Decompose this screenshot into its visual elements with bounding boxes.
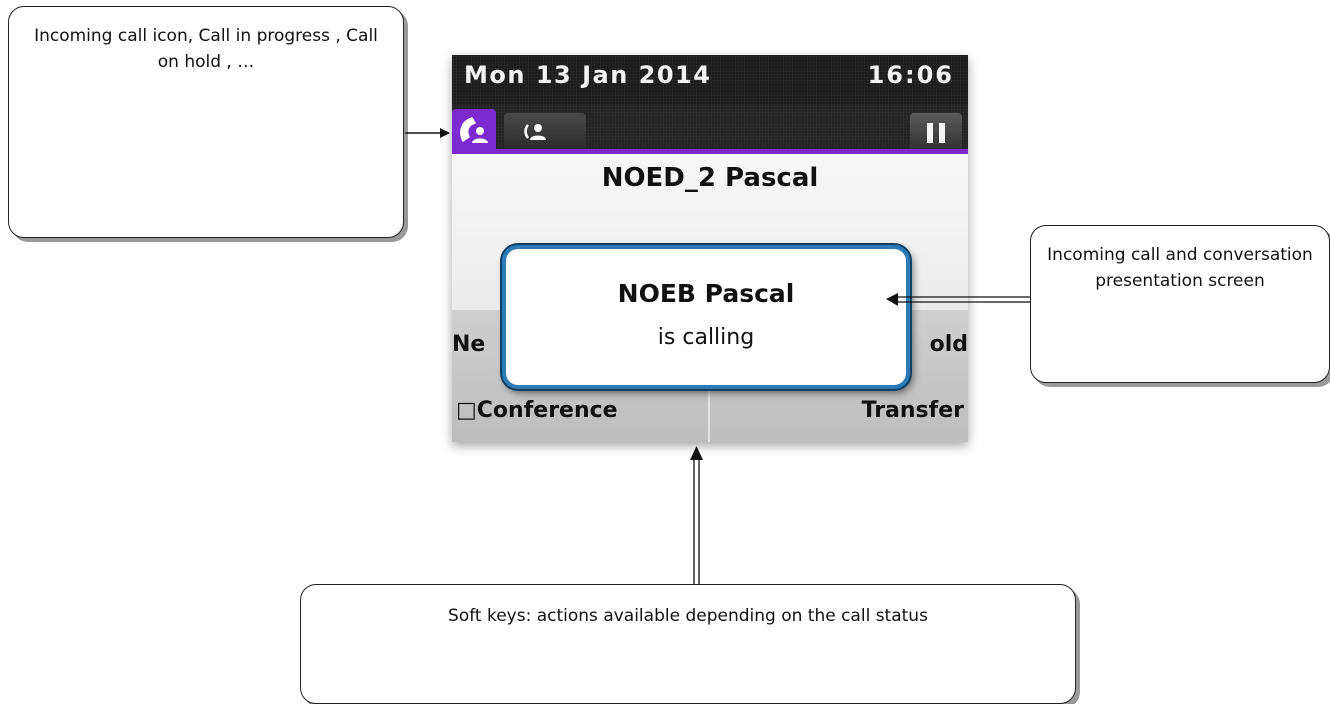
popup-call-status: is calling — [657, 325, 755, 350]
status-time: 16:06 — [867, 61, 954, 89]
callout-presentation-screen: Incoming call and conversation presentat… — [1030, 225, 1330, 383]
callout-softkeys-text: Soft keys: actions available depending o… — [448, 606, 928, 626]
callout-call-icons-text: Incoming call icon, Call in progress , C… — [34, 26, 378, 73]
connector-arrows — [405, 128, 1030, 584]
softkey-hold[interactable]: old — [929, 332, 968, 357]
callout-softkeys: Soft keys: actions available depending o… — [300, 584, 1076, 704]
incoming-call-handset-icon — [460, 117, 488, 143]
arrow-to-softkeys-head — [690, 446, 703, 460]
caller-name: NOED_2 Pascal — [601, 163, 819, 193]
softkey-new[interactable]: Ne — [452, 332, 486, 357]
tab-hold[interactable] — [910, 113, 962, 149]
tab-bar-underline — [452, 149, 968, 154]
status-date: Mon 13 Jan 2014 — [464, 61, 712, 89]
call-user-icon — [524, 124, 546, 140]
status-bar: Mon 13 Jan 2014 16:06 — [452, 55, 968, 105]
arrow-to-popup-head — [886, 293, 898, 306]
tab-call-user[interactable] — [504, 113, 586, 149]
incoming-call-popup[interactable]: NOEB Pascal is calling — [502, 245, 910, 389]
softkey-conference[interactable]: □Conference — [456, 398, 618, 423]
phone-screen: Mon 13 Jan 2014 16:06 NOED_2 Pascal Ne o… — [452, 55, 968, 442]
tab-incoming-call[interactable] — [452, 109, 496, 151]
softkey-transfer[interactable]: Transfer — [861, 398, 964, 423]
popup-caller-name: NOEB Pascal — [617, 279, 795, 308]
callout-call-icons: Incoming call icon, Call in progress , C… — [8, 6, 404, 238]
callout-presentation-screen-text: Incoming call and conversation presentat… — [1047, 245, 1313, 292]
